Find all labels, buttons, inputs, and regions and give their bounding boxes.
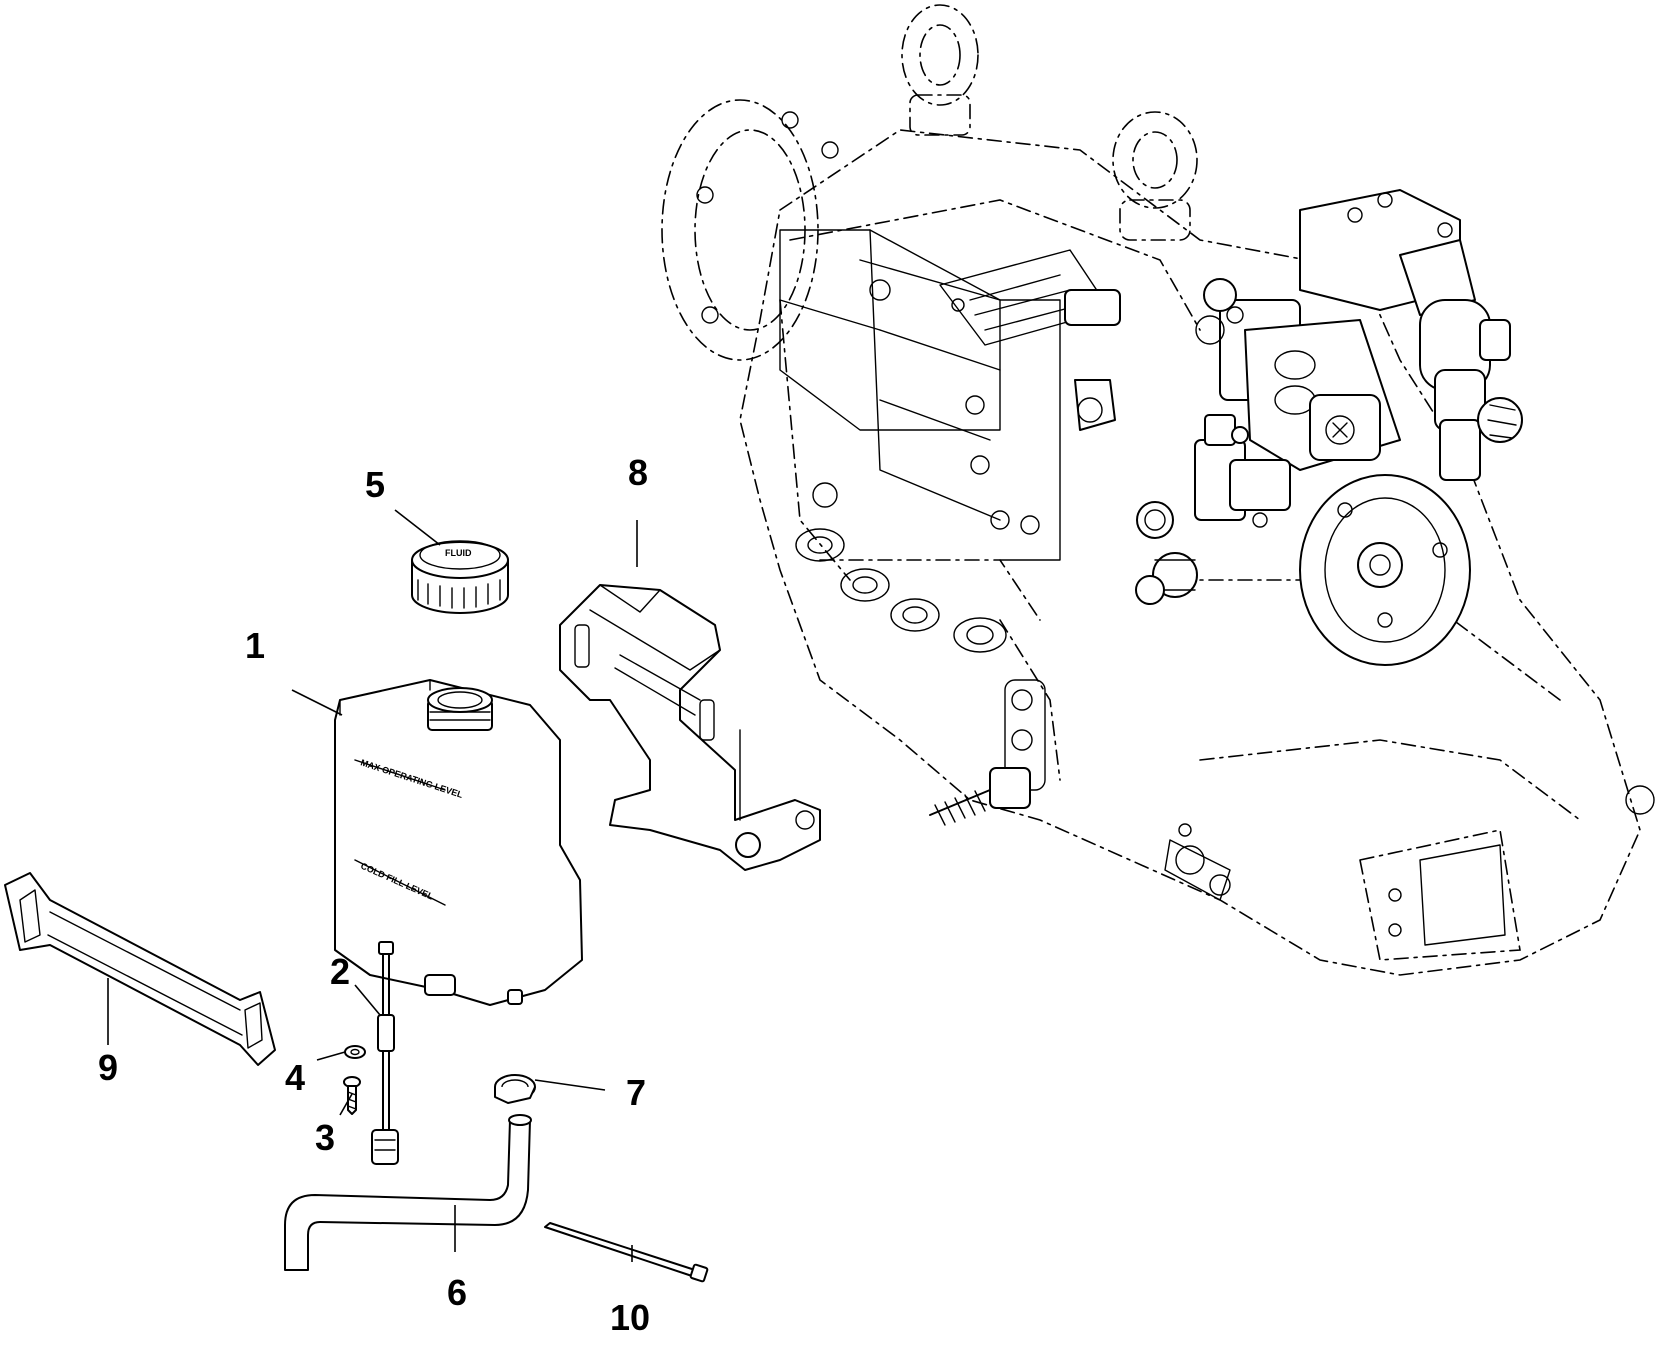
leader-lines [107,509,638,1262]
callout-3: 3 [315,1117,335,1158]
part-strap [4,872,276,1066]
callout-9: 9 [98,1047,118,1088]
callout-2: 2 [330,951,350,992]
leader-7 [534,1079,606,1091]
part-cable-tie [544,1222,709,1283]
pump-valve-assembly [1064,189,1523,666]
leader-3 [339,1093,353,1116]
part-washer [344,1045,366,1059]
callout-10: 10 [610,1297,650,1338]
part-screw [343,1076,361,1115]
callout-8: 8 [628,452,648,493]
callout-6: 6 [447,1272,467,1313]
part-sensor [371,941,399,1165]
part-hose [284,1114,532,1271]
leader-1 [291,689,343,716]
callout-4: 4 [285,1057,305,1098]
part-cap: FLUID [411,540,509,614]
leader-4 [316,1051,346,1061]
callout-labels: 1 2 3 4 5 6 7 8 9 10 [98,452,650,1338]
svg-text:FLUID: FLUID [445,548,472,558]
leader-2 [354,984,381,1016]
callout-1: 1 [245,625,265,666]
part-bracket [559,584,821,871]
callout-7: 7 [626,1072,646,1113]
leader-5 [394,509,441,546]
part-hose-clamp [494,1074,536,1104]
callout-5: 5 [365,464,385,505]
part-reservoir-tank: MAX OPERATING LEVEL COLD FILL LEVEL [334,679,583,1006]
